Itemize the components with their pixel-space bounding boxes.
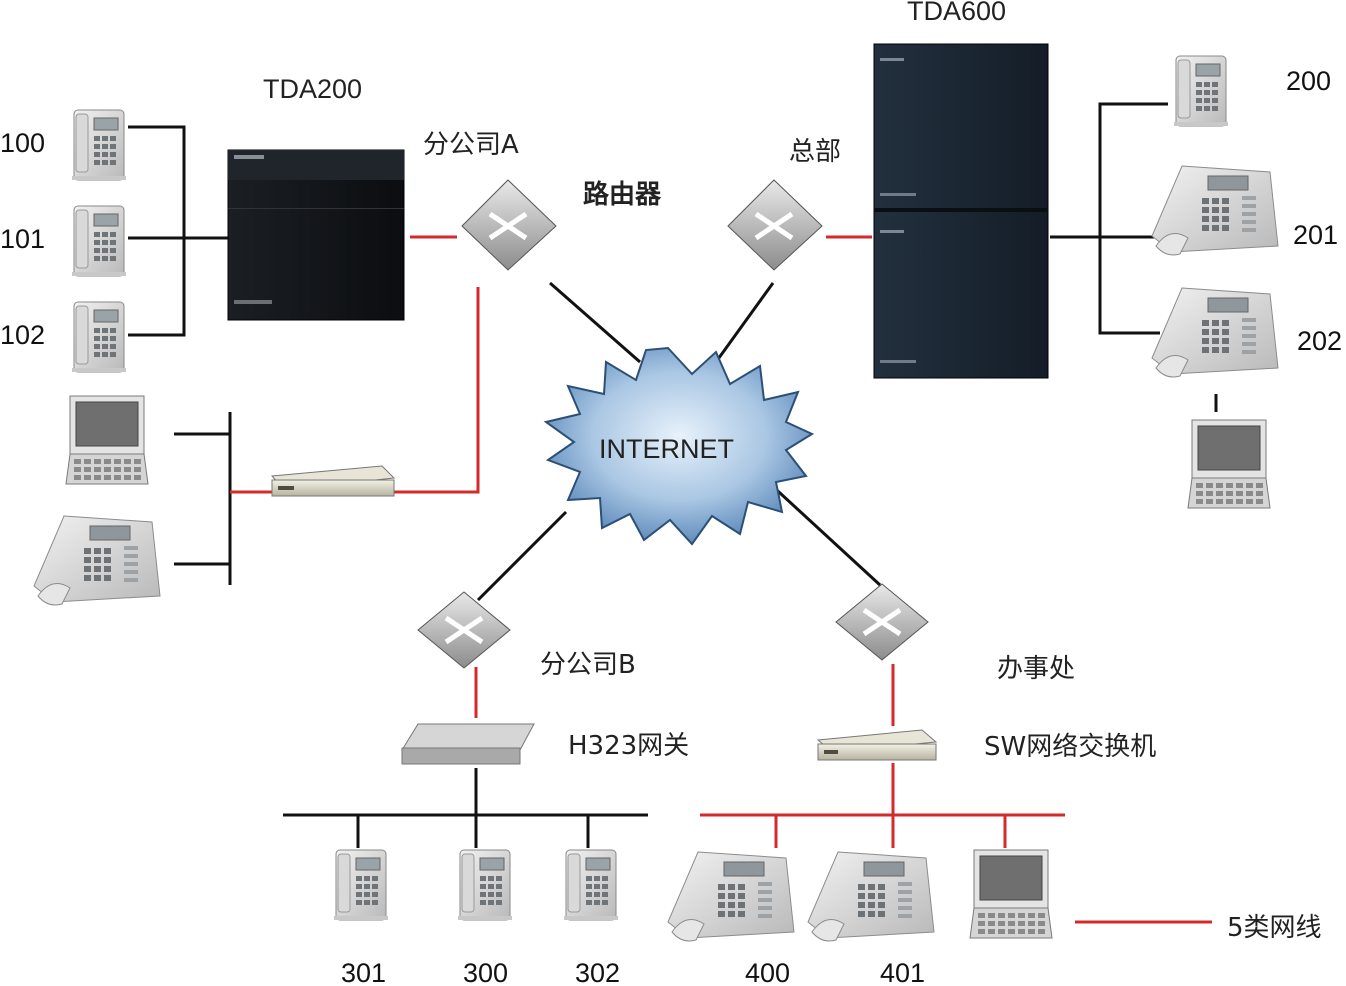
small-phones: [72, 55, 1228, 921]
tda600-pbx-icon: [873, 43, 1049, 379]
router-office-icon: [835, 583, 929, 661]
phone-401-icon: [807, 851, 935, 942]
tda200-label: TDA200: [263, 74, 363, 104]
phone-300-icon: [458, 849, 512, 921]
phone-302-icon: [564, 849, 618, 921]
routers: [417, 179, 929, 669]
ext-200: 200: [1286, 66, 1332, 96]
ext-400: 400: [745, 958, 791, 986]
phone-400-icon: [667, 851, 795, 942]
router-branch-b-icon: [417, 591, 511, 669]
phone-101-icon: [72, 205, 126, 277]
tda600-label: TDA600: [907, 0, 1007, 26]
branch-a-pc-icon: [65, 395, 149, 485]
phone-202-icon: [1151, 287, 1279, 378]
phone-100-icon: [72, 109, 126, 181]
ext-401: 401: [880, 958, 926, 986]
headquarters-label: 总部: [789, 137, 842, 167]
ext-202: 202: [1297, 326, 1343, 356]
black-wires: [128, 102, 1218, 848]
tda200-pbx-icon: [227, 149, 405, 321]
office-pc-icon: [969, 849, 1053, 939]
office-label: 办事处: [997, 654, 1076, 684]
switch-label: SW网络交换机: [984, 732, 1157, 762]
computers: [65, 395, 1271, 939]
ext-100: 100: [0, 128, 46, 158]
branch-a-switch-icon: [270, 465, 396, 497]
ext-201: 201: [1293, 220, 1339, 250]
internet-label: INTERNET: [599, 434, 734, 464]
phone-200-icon: [1174, 55, 1228, 127]
branch-a-label: 分公司A: [423, 130, 519, 160]
ext-101: 101: [0, 224, 46, 254]
ext-301: 301: [341, 958, 387, 986]
red-wires: [230, 235, 1212, 924]
phone-201-icon: [1151, 165, 1279, 256]
router-branch-a-icon: [461, 179, 557, 271]
large-phones: [33, 165, 1279, 942]
hq-pc-icon: [1187, 419, 1271, 509]
internet-cloud-icon: [543, 346, 815, 546]
gateway-label: H323网关: [568, 731, 690, 761]
phone-301-icon: [334, 849, 388, 921]
router-hq-icon: [727, 179, 823, 271]
branch-b-label: 分公司B: [540, 650, 636, 680]
ext-102: 102: [0, 320, 46, 350]
phone-102-icon: [72, 301, 126, 373]
ext-300: 300: [463, 958, 509, 986]
branch-a-ip-phone-icon: [33, 515, 161, 606]
ext-302: 302: [575, 958, 621, 986]
office-switch-icon: [816, 729, 938, 761]
h323-gateway-icon: [401, 723, 535, 765]
legend-cable-label: 5类网线: [1227, 913, 1322, 943]
router-label: 路由器: [583, 180, 662, 210]
